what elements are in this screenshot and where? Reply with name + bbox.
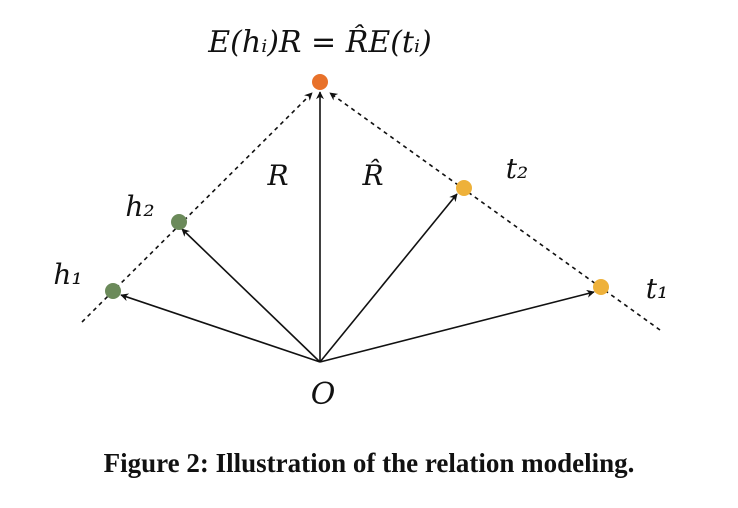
h2-label: h₂ (125, 190, 154, 223)
arrow-to-t1 (319, 289, 595, 363)
h2-point (171, 214, 187, 230)
dashed-line-head (81, 92, 313, 323)
arrow-to-h1 (120, 293, 321, 363)
t1-point (593, 279, 609, 295)
equation-label: E(hᵢ)R = R̂E(tᵢ) (207, 25, 431, 60)
arrow-to-h2 (181, 228, 321, 363)
dashed-line-tail (329, 92, 661, 331)
figure-caption: Figure 2: Illustration of the relation m… (103, 448, 635, 478)
relation-modeling-diagram: E(hᵢ)R = R̂E(tᵢ) R R̂ O h₁ h₂ t₁ t₂ (53, 25, 668, 412)
t2-point (456, 180, 472, 196)
r-hat-label: R̂ (361, 159, 383, 192)
arrow-to-t2 (319, 193, 458, 363)
t2-label: t₂ (506, 152, 528, 185)
r-label: R (266, 159, 288, 192)
origin-label: O (311, 377, 336, 412)
target-point (312, 74, 328, 90)
h1-point (105, 283, 121, 299)
h1-label: h₁ (53, 258, 82, 291)
t1-label: t₁ (646, 272, 668, 305)
